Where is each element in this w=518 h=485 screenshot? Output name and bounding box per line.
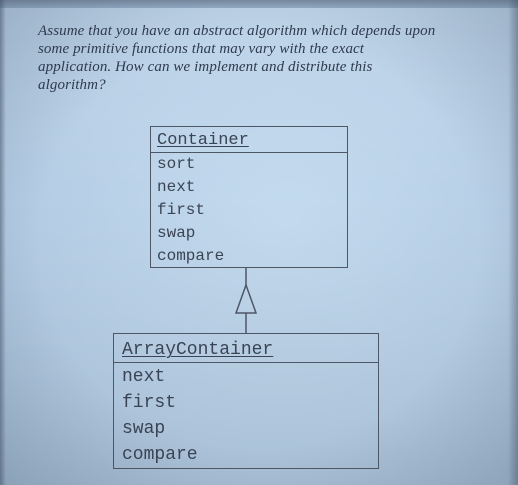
uml-method-list: sort next first swap compare — [151, 153, 347, 268]
uml-method-swap: swap — [157, 224, 196, 242]
uml-class-array-container: ArrayContainer next first swap compare — [113, 333, 379, 469]
uml-class-name: Container — [151, 127, 347, 153]
intro-line-4: algorithm? — [38, 77, 106, 93]
uml-method-next: next — [157, 178, 196, 196]
slide-top-edge — [0, 0, 518, 8]
uml-method-first: first — [122, 393, 177, 413]
intro-line-3: application. How can we implement and di… — [38, 59, 373, 75]
uml-method-sort: sort — [157, 155, 196, 173]
uml-class-name: ArrayContainer — [114, 334, 378, 363]
inheritance-triangle-icon — [234, 282, 258, 314]
uml-method-compare: compare — [122, 445, 198, 465]
slide-intro-text: Assume that you have an abstract algorit… — [38, 22, 500, 94]
uml-method-first: first — [157, 201, 206, 219]
uml-method-swap: swap — [122, 419, 166, 439]
intro-line-2: some primitive functions that may vary w… — [38, 41, 365, 57]
intro-line-1: Assume that you have an abstract algorit… — [38, 23, 436, 39]
slide-left-edge — [0, 0, 6, 485]
uml-method-next: next — [122, 367, 166, 387]
uml-class-container: Container sort next first swap compare — [150, 126, 348, 268]
slide-right-edge — [508, 0, 518, 485]
uml-method-list: next first swap compare — [114, 363, 378, 468]
uml-method-compare: compare — [157, 247, 225, 265]
